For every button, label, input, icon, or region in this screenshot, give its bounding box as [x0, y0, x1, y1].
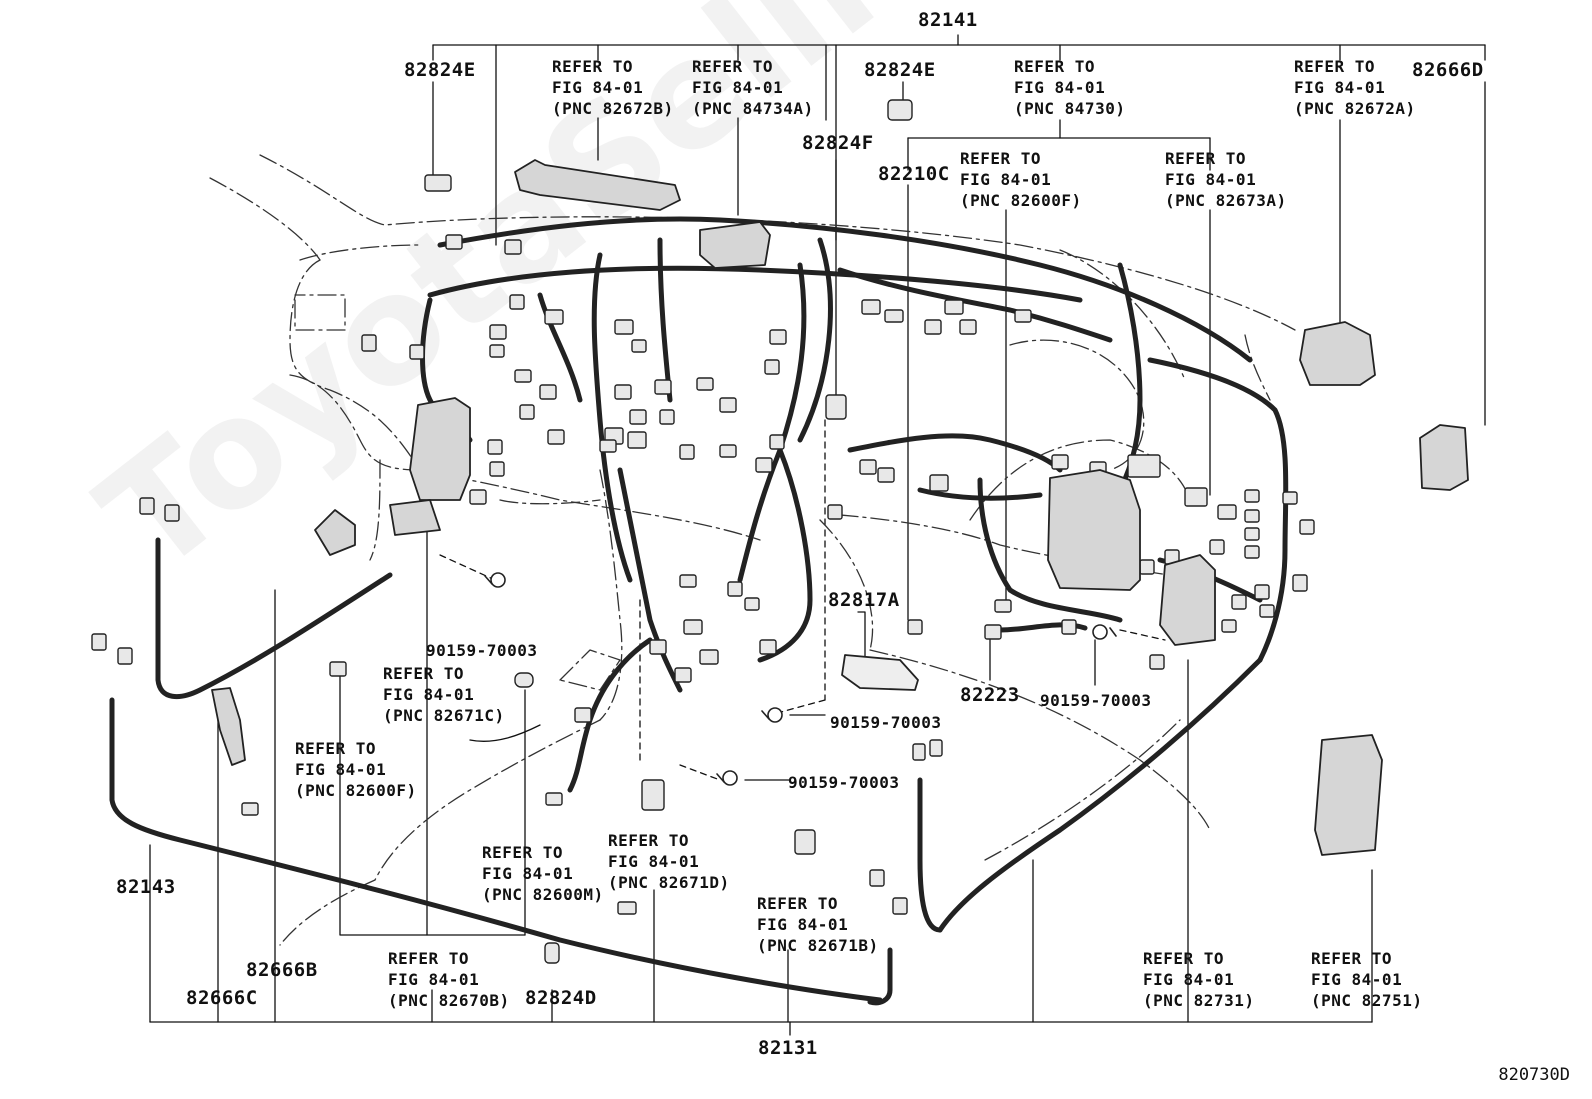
part-number-82210c: 82210C — [878, 163, 950, 185]
harness-trunks — [109, 216, 1289, 1006]
connectors — [91, 99, 1315, 964]
part-number-82131: 82131 — [758, 1037, 818, 1059]
diagram-id: 820730D — [1498, 1065, 1570, 1085]
part-number-82143: 82143 — [116, 876, 176, 898]
part-number-90159-70003-a: 90159-70003 — [426, 641, 538, 660]
part-number-82824d: 82824D — [525, 987, 597, 1009]
part-number-82824e-left: 82824E — [404, 59, 476, 81]
part-number-90159-70003-c: 90159-70003 — [788, 773, 900, 792]
bolts — [484, 572, 1117, 786]
part-number-82666c: 82666C — [186, 987, 258, 1009]
part-number-82666b: 82666B — [246, 959, 318, 981]
part-number-82824e-mid: 82824E — [864, 59, 936, 81]
components — [211, 159, 1469, 856]
part-number-82817a: 82817A — [828, 589, 900, 611]
leader-lines — [149, 34, 1486, 1036]
part-number-82223: 82223 — [960, 684, 1020, 706]
part-number-82824f: 82824F — [802, 132, 874, 154]
part-number-90159-70003-d: 90159-70003 — [1040, 691, 1152, 710]
part-number-90159-70003-b: 90159-70003 — [830, 713, 942, 732]
part-number-82141: 82141 — [918, 9, 978, 31]
part-number-82666d: 82666D — [1412, 59, 1484, 81]
